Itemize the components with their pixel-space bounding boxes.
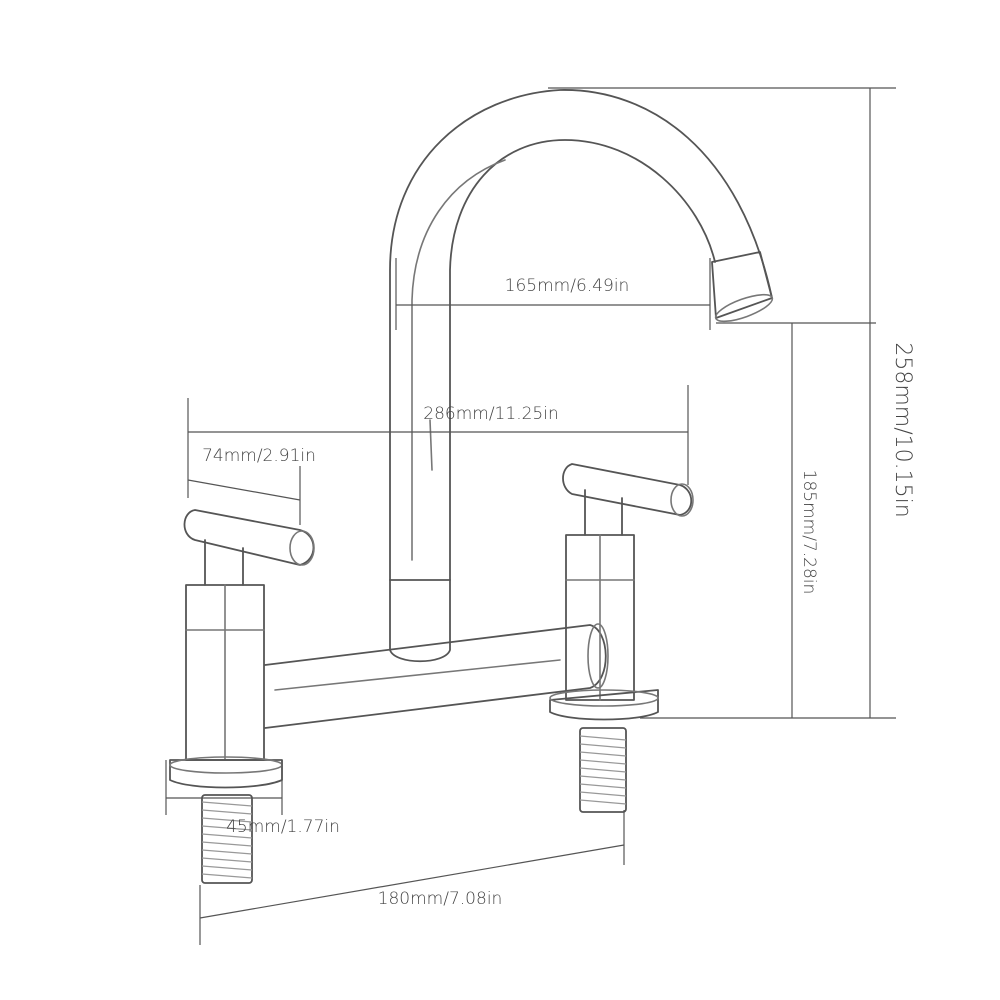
total-height-label: 258mm/10.15in bbox=[890, 342, 915, 517]
faucet-drawing bbox=[169, 89, 774, 884]
horizontal-body bbox=[264, 623, 609, 729]
center-distance-label: 180mm/7.08in bbox=[378, 889, 503, 909]
spout-height-label: 185mm/7.28in bbox=[799, 470, 819, 595]
dimension-lines bbox=[165, 87, 896, 945]
handle-length-label: 74mm/2.91in bbox=[202, 446, 316, 466]
overall-width-label: 286mm/11.25in bbox=[423, 404, 558, 424]
spout-reach-label: 165mm/6.49in bbox=[505, 276, 630, 296]
right-valve bbox=[549, 463, 694, 813]
gooseneck-spout bbox=[389, 89, 774, 663]
base-diameter-label: 45mm/1.77in bbox=[226, 817, 340, 837]
